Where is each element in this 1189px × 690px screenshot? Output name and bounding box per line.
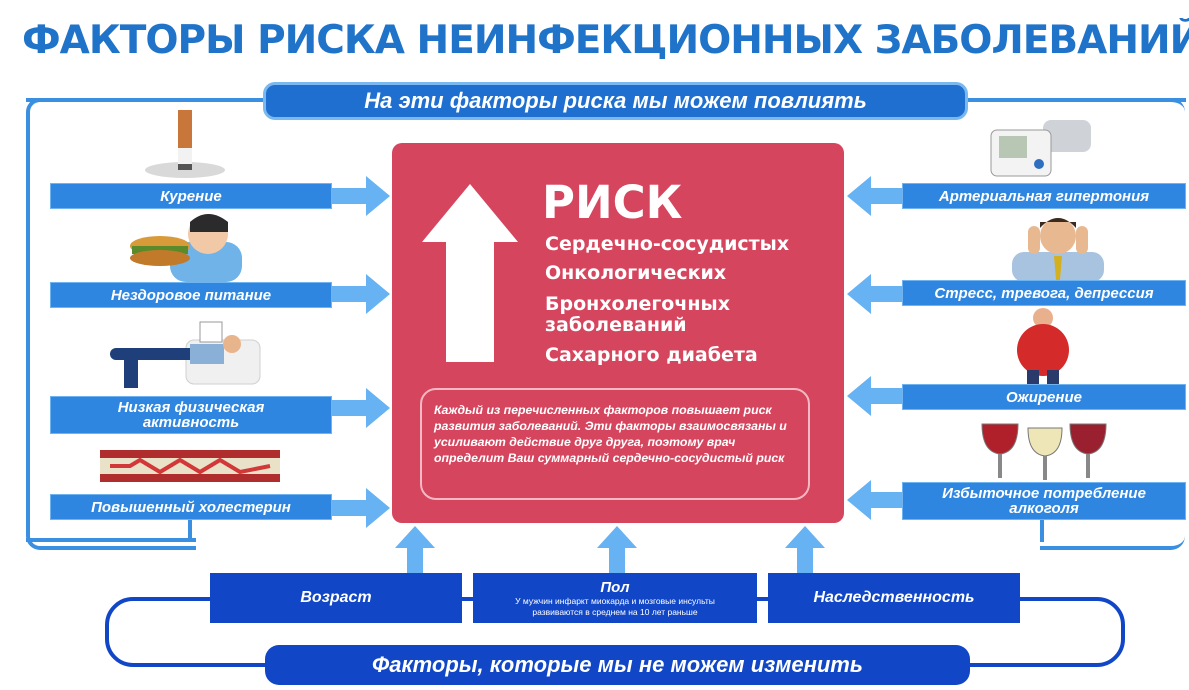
fixed-factor-sex: Пол У мужчин инфаркт миокарда и мозговые… — [473, 573, 757, 623]
right-frame-tail — [1040, 520, 1044, 542]
risk-note: Каждый из перечисленных факторов повышае… — [420, 388, 810, 500]
blood-pressure-monitor-icon — [990, 120, 1091, 177]
bottom-arrows — [395, 526, 825, 574]
factor-stress: Стресс, тревога, депрессия — [902, 280, 1186, 306]
factor-alcohol: Избыточное потребление алкоголя — [902, 482, 1186, 520]
up-arrow-icon — [422, 184, 518, 362]
cigarette-icon — [145, 110, 225, 178]
factor-low-activity: Низкая физическая активность — [50, 396, 332, 434]
obese-person-icon — [1017, 308, 1069, 390]
bottom-banner: Факторы, которые мы не можем изменить — [265, 645, 970, 685]
risk-item: Сердечно-сосудистых — [545, 233, 790, 255]
top-banner: На эти факторы риска мы можем повлиять — [263, 82, 968, 120]
wine-glasses-icon — [981, 423, 1107, 480]
couch-person-icon — [110, 321, 261, 388]
age-label: Возраст — [300, 589, 372, 606]
right-arrows — [847, 176, 907, 520]
risk-heading: РИСК — [542, 176, 683, 229]
fast-food-person-icon — [130, 214, 242, 282]
left-frame-tail — [188, 520, 192, 542]
factor-smoking: Курение — [50, 183, 332, 209]
artery-icon — [100, 450, 280, 482]
heredity-label: Наследственность — [813, 589, 975, 606]
stressed-man-icon — [1012, 218, 1104, 282]
factor-hypertension: Артериальная гипертония — [902, 183, 1186, 209]
left-arrows — [330, 176, 390, 528]
sex-note: У мужчин инфаркт миокарда и мозговые инс… — [515, 595, 715, 617]
factor-high-cholesterol: Повышенный холестерин — [50, 494, 332, 520]
risk-item: Онкологических — [545, 262, 727, 284]
sex-label: Пол — [600, 578, 630, 596]
page-title: ФАКТОРЫ РИСКА НЕИНФЕКЦИОННЫХ ЗАБОЛЕВАНИЙ — [22, 18, 1189, 63]
factor-obesity: Ожирение — [902, 384, 1186, 410]
risk-item: Сахарного диабета — [545, 344, 758, 366]
fixed-factor-heredity: Наследственность — [768, 573, 1020, 623]
factor-unhealthy-diet: Нездоровое питание — [50, 282, 332, 308]
risk-item: Бронхолегочных заболеваний — [545, 293, 730, 336]
fixed-factor-age: Возраст — [210, 573, 462, 623]
left-frame-bottom — [26, 538, 196, 542]
